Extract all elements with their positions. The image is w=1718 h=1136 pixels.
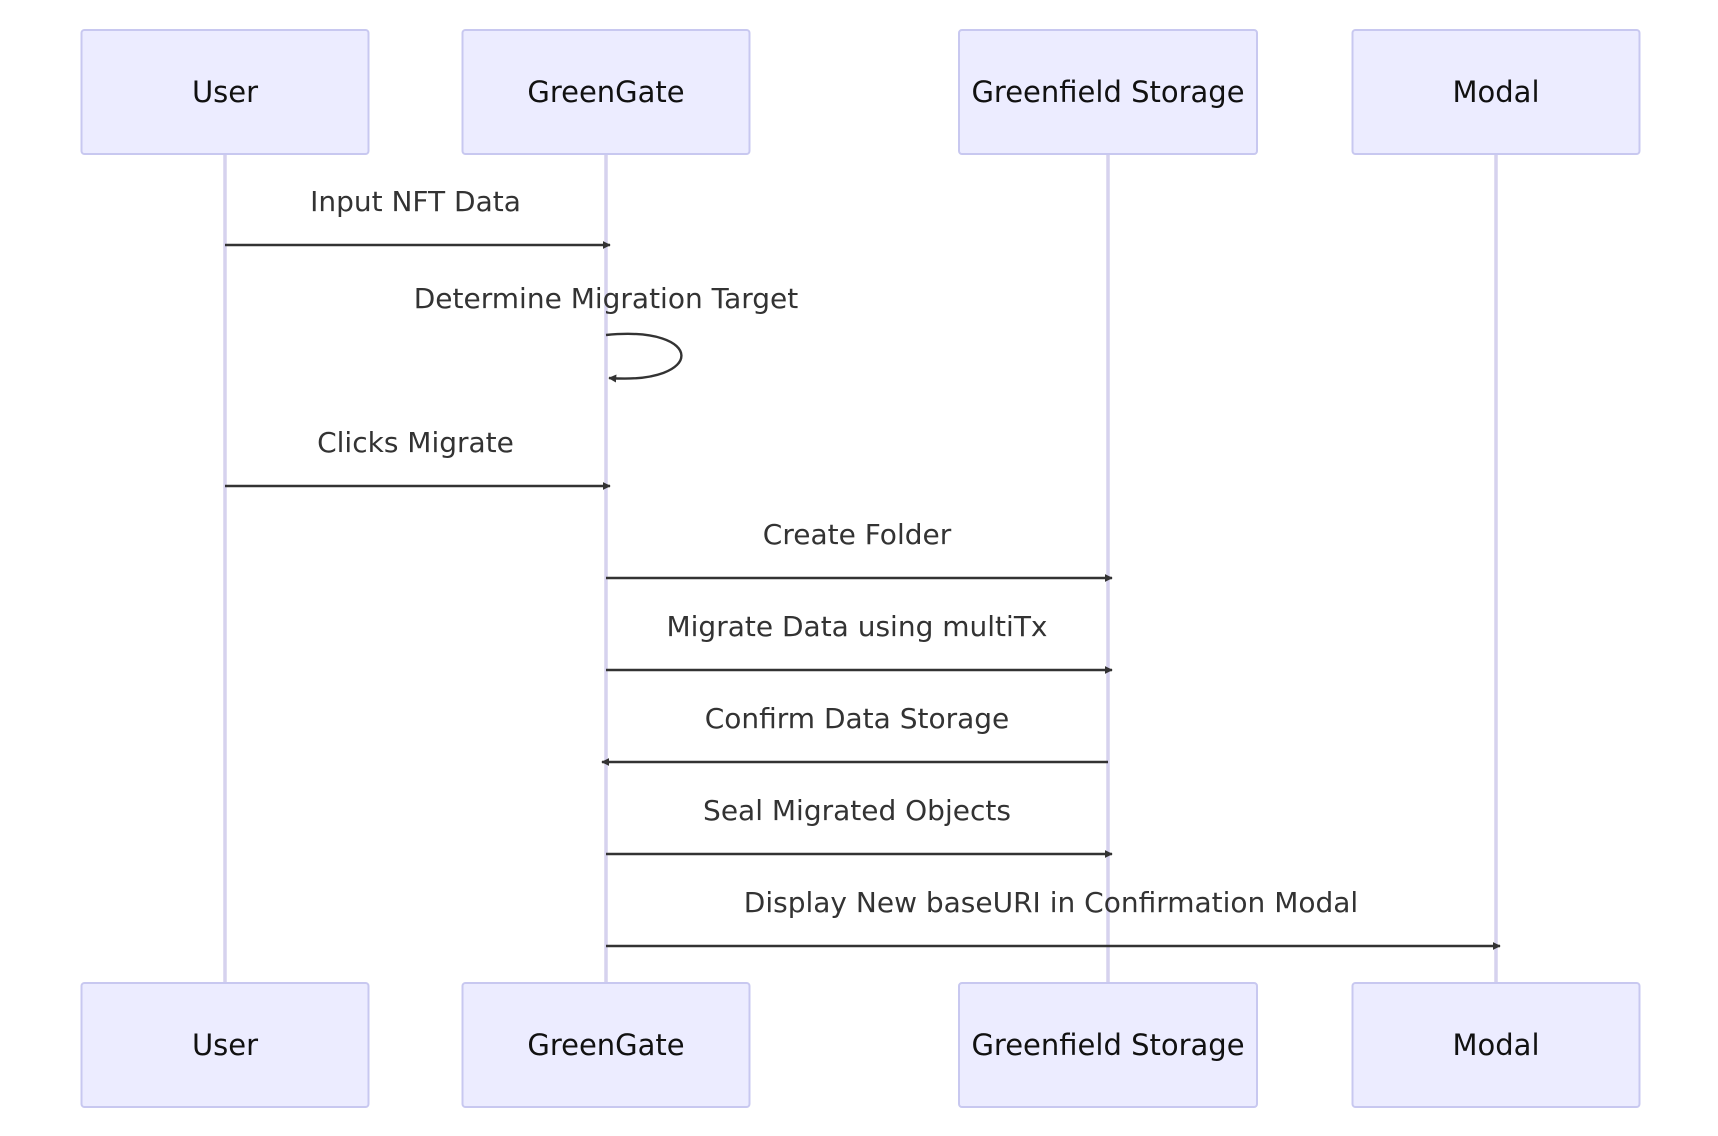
actor-bottom-storage: Greenfield Storage	[958, 982, 1258, 1108]
actor-box	[958, 982, 1258, 1108]
message-8: Display New baseURI in Confirmation Moda…	[606, 886, 1501, 950]
actor-bottom-greengate: GreenGate	[461, 982, 751, 1108]
message-label: Create Folder	[763, 518, 952, 551]
actor-label: Modal	[1453, 1028, 1540, 1062]
message-3: Clicks Migrate	[225, 426, 611, 490]
actor-label: Modal	[1453, 75, 1540, 109]
actor-box	[958, 29, 1258, 155]
actor-label: Greenfield Storage	[971, 75, 1244, 109]
actor-top-greengate: GreenGate	[461, 29, 751, 155]
actor-bottom-modal: Modal	[1351, 982, 1641, 1108]
message-label: Clicks Migrate	[317, 426, 514, 459]
message-4: Create Folder	[606, 518, 1113, 582]
message-label: Input NFT Data	[310, 185, 521, 218]
self-message-arrow	[605, 332, 683, 383]
message-label: Seal Migrated Objects	[703, 794, 1011, 827]
message-1: Input NFT Data	[225, 185, 611, 249]
actor-label: User	[192, 1028, 258, 1062]
message-5: Migrate Data using multiTx	[606, 610, 1113, 674]
actor-box	[1351, 982, 1641, 1108]
message-2: Determine Migration Target	[414, 282, 799, 383]
actor-label: GreenGate	[527, 1028, 684, 1062]
message-6: Confirm Data Storage	[601, 702, 1108, 766]
actor-box	[461, 982, 751, 1108]
message-label: Migrate Data using multiTx	[666, 610, 1047, 643]
message-label: Display New baseURI in Confirmation Moda…	[744, 886, 1358, 919]
actor-top-storage: Greenfield Storage	[958, 29, 1258, 155]
message-7: Seal Migrated Objects	[606, 794, 1113, 858]
actor-label: User	[192, 75, 258, 109]
message-label: Determine Migration Target	[414, 282, 799, 315]
actor-label: GreenGate	[527, 75, 684, 109]
actor-box	[80, 29, 370, 155]
actor-top-user: User	[80, 29, 370, 155]
actor-box	[1351, 29, 1641, 155]
actor-label: Greenfield Storage	[971, 1028, 1244, 1062]
actor-box	[461, 29, 751, 155]
actor-top-modal: Modal	[1351, 29, 1641, 155]
actor-box	[80, 982, 370, 1108]
message-label: Confirm Data Storage	[705, 702, 1010, 735]
actor-bottom-user: User	[80, 982, 370, 1108]
